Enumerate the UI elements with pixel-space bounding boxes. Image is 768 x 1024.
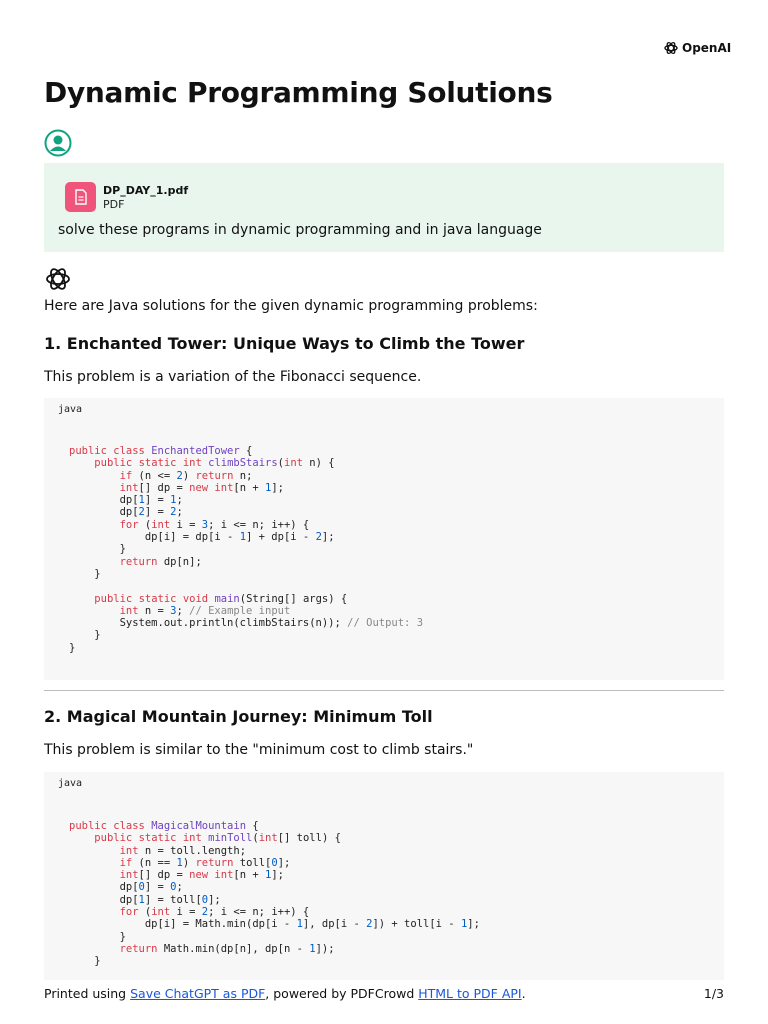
page-number: 1/3 (703, 986, 724, 1001)
code-content: public class MagicalMountain { public st… (69, 820, 480, 968)
section-heading: 2. Magical Mountain Journey: Minimum Tol… (44, 707, 433, 726)
code-block: java public class EnchantedTower { publi… (44, 398, 724, 680)
user-message: DP_DAY_1.pdf PDF solve these programs in… (44, 163, 724, 252)
code-language: java (58, 404, 83, 415)
code-language: java (58, 778, 83, 789)
section-description: This problem is similar to the "minimum … (44, 742, 474, 758)
brand-name: OpenAI (682, 41, 732, 55)
divider (44, 690, 724, 691)
attachment-file-name[interactable]: DP_DAY_1.pdf (103, 184, 189, 197)
openai-logo-icon (46, 268, 70, 290)
section-heading: 1. Enchanted Tower: Unique Ways to Climb… (44, 334, 525, 353)
html-to-pdf-link[interactable]: HTML to PDF API (418, 986, 522, 1001)
save-chatgpt-link[interactable]: Save ChatGPT as PDF (130, 986, 266, 1001)
document-icon[interactable] (65, 182, 96, 212)
attachment-file-type: PDF (103, 198, 125, 211)
code-content: public class EnchantedTower { public sta… (69, 445, 424, 654)
footer-prefix: Printed using (44, 986, 131, 1001)
openai-logo-icon (664, 41, 678, 55)
code-block: java public class MagicalMountain { publ… (44, 772, 724, 980)
section-description: This problem is a variation of the Fibon… (44, 369, 422, 385)
footer-middle: , powered by PDFCrowd (265, 986, 419, 1001)
page-title: Dynamic Programming Solutions (44, 76, 553, 109)
footer-suffix: . (521, 986, 526, 1001)
footer: Printed using Save ChatGPT as PDF, power… (44, 986, 526, 1001)
brand-logo: OpenAI (663, 40, 731, 56)
user-avatar-icon (44, 129, 72, 157)
response-intro: Here are Java solutions for the given dy… (44, 298, 538, 314)
user-message-text: solve these programs in dynamic programm… (58, 222, 542, 238)
